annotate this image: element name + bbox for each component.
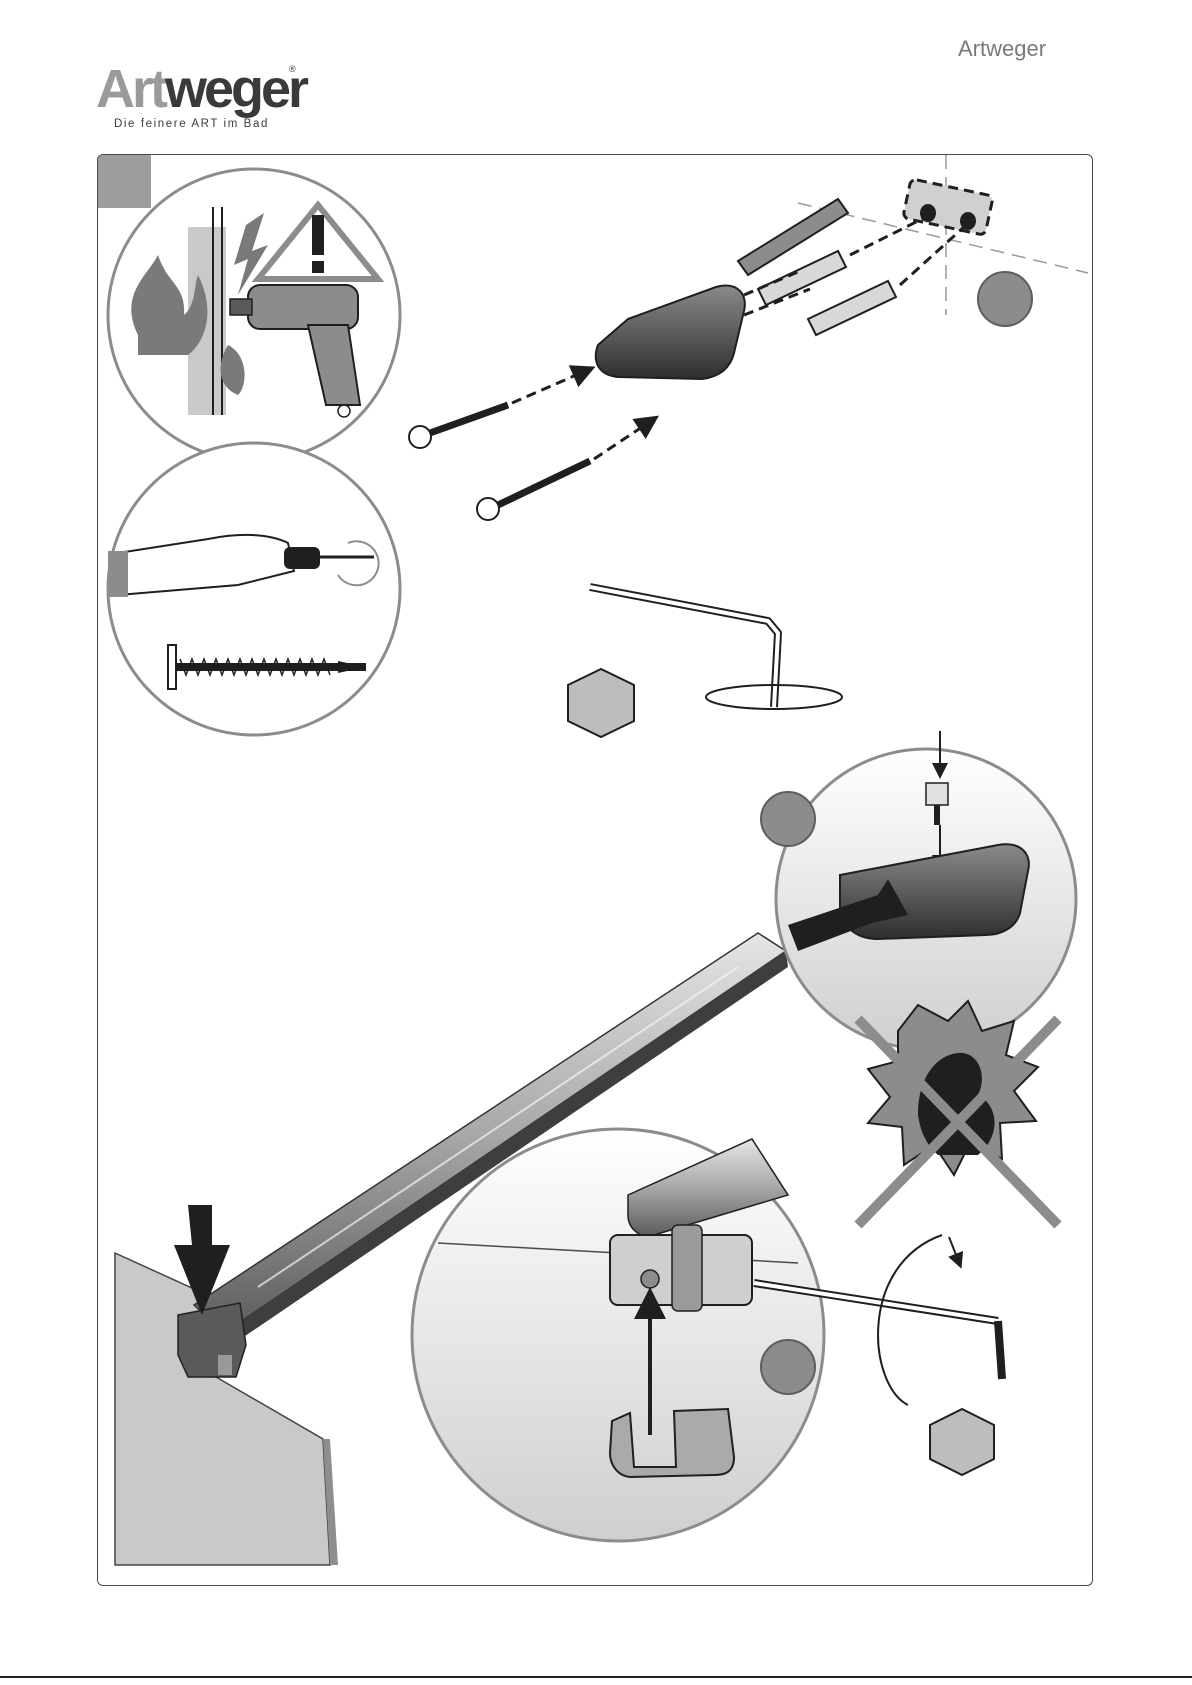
logo-wordmark: Artweger [96,62,306,116]
allen-key-icon [568,587,842,737]
screw-circle [108,443,400,735]
callout-marker-b [761,792,815,846]
glass-clamp [178,1303,246,1377]
clamp-detail-circle [412,1129,1002,1541]
callout-marker-c [761,1340,815,1394]
warning-circle [108,169,400,461]
logo-weger: weger [165,59,306,119]
footer-rule [0,1676,1192,1678]
callout-marker-a [978,272,1032,326]
hex-size-icon [568,669,634,737]
logo-registered: ® [289,64,296,74]
logo-tagline: Die feinere ART im Bad [114,118,269,130]
wood-screw-upper [409,369,590,448]
hex-size-icon-lower [930,1409,994,1475]
instruction-panel [97,154,1093,1586]
assembly-illustration [98,155,1093,1586]
wall-bracket-block [596,286,745,379]
bracket-detail-circle [761,731,1076,1049]
header-brand: Artweger [958,36,1046,62]
logo-art: Art [96,59,165,119]
wood-screw-lower [477,419,654,520]
wall-dowel-icon [758,251,896,335]
wall-mount-assembly [409,155,1088,520]
artweger-logo: Artweger ® Die feinere ART im Bad [96,62,316,136]
